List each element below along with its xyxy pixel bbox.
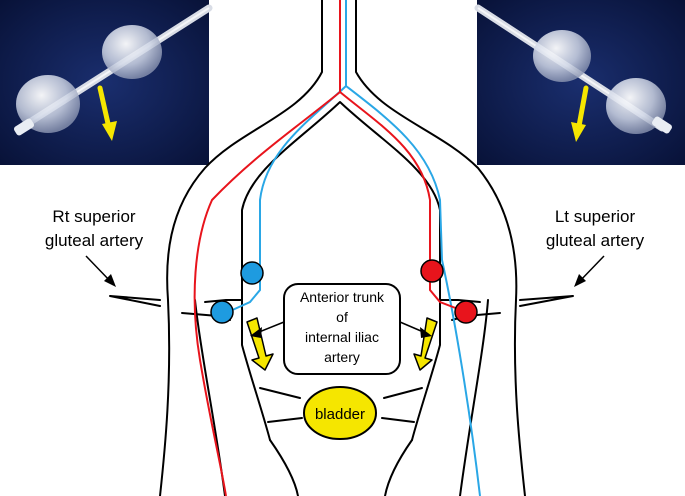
- catheter-tip: [14, 118, 34, 136]
- anterior-trunk-label-line2: of: [336, 309, 348, 325]
- bladder-label: bladder: [315, 406, 365, 423]
- lt-gluteal-label-line2: gluteal artery: [546, 231, 645, 250]
- balloon-red-upper: [420, 259, 444, 283]
- balloon-blue-upper: [240, 261, 264, 285]
- catheter-balloon: [102, 25, 162, 79]
- catheter-balloon: [533, 30, 591, 82]
- right-vesical-lower: [381, 417, 415, 423]
- vessel-wall-inner: [241, 101, 441, 301]
- yellow-arrow-icon: [571, 85, 589, 142]
- left-gluteal-stub: [109, 295, 161, 307]
- yellow-arrow-icon: [97, 85, 117, 141]
- photo-right: [474, 0, 685, 165]
- left-vesical-lower: [267, 417, 303, 423]
- right-vesical-upper: [383, 387, 423, 399]
- right-internal-iliac-branch: [384, 439, 413, 496]
- catheter-red-right-branch: [339, 91, 467, 313]
- left-gluteal-upper: [204, 299, 243, 303]
- balloon-blue-lower: [210, 300, 234, 324]
- rt-gluteal-label-line1: Rt superior: [52, 207, 135, 226]
- right-gluteal-stub: [519, 295, 574, 307]
- right-external-iliac-medial: [459, 299, 489, 496]
- catheter-tip: [652, 116, 672, 134]
- anterior-trunk-label-line4: artery: [324, 349, 360, 365]
- lt-gluteal-label-line1: Lt superior: [555, 207, 636, 226]
- right-internal-iliac-medial: [411, 299, 441, 441]
- anterior-trunk-label-line1: Anterior trunk: [300, 289, 385, 305]
- vessel-wall-left-outer: [159, 0, 323, 496]
- left-internal-iliac-branch: [269, 439, 299, 496]
- anterior-trunk-label-box: [283, 283, 401, 375]
- vessel-wall-right-outer: [355, 0, 526, 496]
- black-arrow-icon: [85, 255, 116, 287]
- black-arrow-icon: [399, 321, 432, 338]
- black-arrow-icon: [250, 321, 285, 338]
- right-gluteal-upper: [439, 299, 481, 303]
- catheter-red-left-branch: [193, 0, 341, 496]
- left-vesical-upper: [259, 387, 301, 399]
- vessel-outline: [109, 0, 574, 496]
- black-arrow-icon: [574, 255, 605, 287]
- anterior-trunk-label-line3: internal iliac: [305, 329, 379, 345]
- yellow-arrow-icon: [246, 317, 274, 371]
- catheter-blue-right-branch: [345, 85, 481, 496]
- rt-gluteal-label-line2: gluteal artery: [45, 231, 144, 250]
- left-internal-iliac-medial: [241, 299, 271, 441]
- balloon-red-lower: [454, 300, 478, 324]
- photo-left: [0, 0, 213, 165]
- yellow-arrow-icon: [413, 317, 438, 371]
- bladder-shape: [303, 386, 377, 440]
- catheter-balloon: [16, 75, 80, 133]
- catheter-balloon: [606, 78, 666, 134]
